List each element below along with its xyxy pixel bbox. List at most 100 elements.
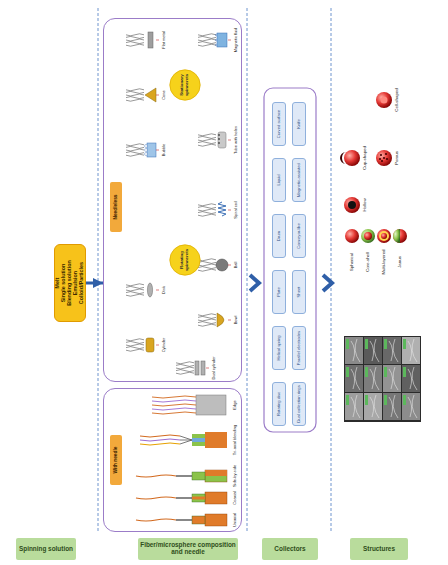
fiber — [198, 267, 216, 269]
core-channel — [192, 497, 205, 500]
fiber — [140, 435, 180, 437]
voltage-lead — [228, 140, 231, 141]
sem-tag — [403, 395, 406, 405]
text-group: Sheet — [292, 270, 306, 314]
sem-tag — [346, 367, 349, 377]
fiber — [198, 214, 216, 216]
column-divider — [98, 8, 99, 532]
fiber — [198, 42, 216, 44]
fiber — [152, 396, 196, 398]
text-group: MeltSingle solutionBlending solutionEmul… — [54, 244, 86, 322]
part-label: Spherical — [350, 253, 354, 271]
node-text: Fiber/microsphere composition and needle — [140, 542, 236, 556]
flow-arrow — [86, 282, 103, 285]
core-shell-sphere — [361, 229, 375, 243]
fiber — [198, 324, 216, 326]
fiber — [198, 34, 216, 36]
fiber — [198, 264, 216, 266]
part-label: Cup-shaped — [363, 146, 367, 170]
sem-image — [364, 393, 382, 420]
node-text: Curved surface — [277, 110, 282, 138]
fiber — [126, 349, 144, 351]
node-text: Helical spring — [277, 336, 282, 361]
hole — [218, 138, 220, 140]
part-label: Flat metal — [162, 31, 166, 49]
fiber — [198, 322, 216, 324]
fiber — [140, 443, 180, 445]
part-label: Cylinder — [162, 338, 166, 353]
column-header: Collectors — [262, 538, 318, 560]
part-label: Cone — [162, 90, 166, 100]
fiber — [198, 142, 216, 144]
fiber — [198, 316, 216, 318]
fiber — [152, 404, 196, 406]
device — [148, 32, 153, 48]
part-label: Spiral coil — [234, 201, 238, 218]
text-group: Fiber/microsphere composition and needle — [138, 538, 238, 560]
sem-tag — [384, 395, 387, 405]
flow-chevron — [250, 275, 259, 291]
syringe-tip — [192, 516, 205, 524]
collector-cell: Dual collection rings — [292, 382, 306, 426]
fiber — [198, 261, 216, 263]
hollow-sphere — [344, 197, 360, 213]
sem-fiber — [351, 367, 360, 390]
needle — [176, 497, 192, 498]
needle — [176, 519, 192, 520]
text-group: Structures — [350, 538, 408, 560]
sphere-dimple — [381, 97, 388, 104]
fiber — [198, 36, 216, 38]
node-text: Collectors — [274, 546, 305, 553]
fiber — [198, 319, 216, 321]
fiber — [126, 146, 144, 148]
fiber — [176, 364, 194, 366]
collectors-frame — [264, 88, 316, 432]
collector-cell: Knife — [292, 102, 306, 146]
fiber — [140, 439, 180, 441]
porous-sphere — [376, 150, 392, 166]
fiber — [126, 91, 144, 93]
sem-fiber — [389, 339, 398, 362]
text-group: Parallel electrodes — [292, 326, 306, 370]
part-label: Edge — [233, 400, 237, 409]
device — [218, 132, 226, 148]
fiber — [126, 284, 144, 286]
part-label: Side-by-side — [233, 465, 237, 487]
sem-fiber — [408, 339, 417, 362]
column-header: Fiber/microsphere composition and needle — [138, 538, 238, 560]
collector-cell: Plate — [272, 270, 286, 314]
device — [201, 361, 205, 375]
layer — [381, 233, 387, 239]
fiber — [198, 314, 216, 316]
column-header: Spinning solution — [16, 538, 76, 560]
fiber — [198, 206, 216, 208]
sem-fiber — [408, 395, 417, 418]
sem-image — [345, 337, 363, 364]
bubble — [145, 149, 148, 152]
fiber — [126, 341, 144, 343]
sem-fiber — [408, 367, 417, 390]
fiber — [198, 259, 216, 261]
sem-image — [345, 393, 363, 420]
sem-tag — [403, 367, 406, 377]
fiber — [126, 344, 144, 346]
part-label: Bubble — [162, 144, 166, 156]
fiber — [152, 400, 196, 402]
syringe — [205, 432, 227, 448]
part-label: Ball — [234, 262, 238, 269]
fiber — [152, 412, 196, 414]
layer — [379, 231, 389, 241]
node-text: With needle — [113, 446, 118, 473]
pore — [385, 153, 387, 155]
fiber — [126, 286, 144, 288]
group-box: With needle — [103, 388, 242, 532]
fiber — [176, 367, 194, 369]
spinneret-circle-shape — [169, 244, 199, 274]
fiber — [136, 497, 176, 499]
needle — [180, 436, 192, 440]
text-group: With needle — [110, 435, 122, 485]
fiber — [126, 39, 144, 41]
node-text: Spinning solution — [19, 546, 73, 553]
node-text: Conveyor-like — [297, 223, 302, 249]
sem-tag — [346, 339, 349, 349]
